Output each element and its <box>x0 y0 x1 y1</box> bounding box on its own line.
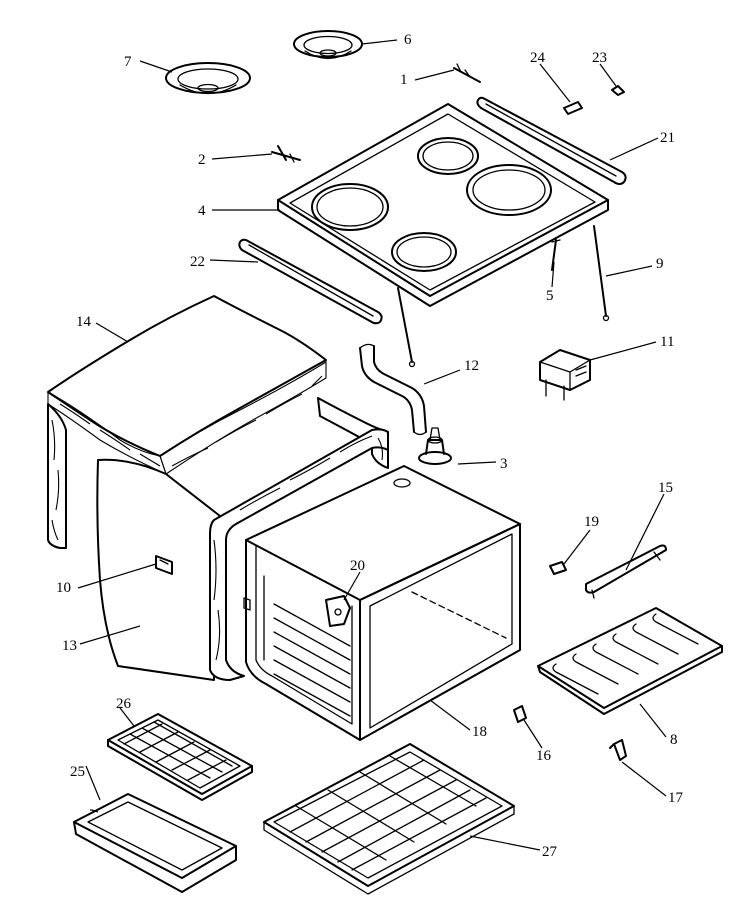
part-26-broiler-insert[interactable] <box>107 713 253 801</box>
part-25-broiler-pan[interactable] <box>73 793 237 893</box>
part-11-terminal-block[interactable] <box>539 349 591 401</box>
part-27-oven-rack[interactable] <box>263 743 515 895</box>
callout-24: 24 <box>530 50 546 66</box>
callout-25: 25 <box>70 764 85 780</box>
part-4-cooktop[interactable] <box>277 103 609 307</box>
callout-labels: 1 2 3 4 5 6 7 8 9 10 11 12 13 14 15 16 1… <box>56 32 684 860</box>
part-16-clip[interactable] <box>513 705 527 723</box>
callout-11: 11 <box>660 334 674 350</box>
cooktop-support-rod <box>397 287 416 368</box>
callout-7: 7 <box>124 54 132 70</box>
callout-22: 22 <box>190 254 205 270</box>
part-7-drip-bowl[interactable] <box>165 62 251 95</box>
callout-1: 1 <box>400 72 408 88</box>
callout-16: 16 <box>536 748 552 764</box>
callout-8: 8 <box>670 732 678 748</box>
part-12-vent-tube[interactable] <box>359 343 427 436</box>
callout-13: 13 <box>62 638 77 654</box>
callout-14: 14 <box>76 314 92 330</box>
leader-lines <box>77 39 667 851</box>
part-1-clip[interactable] <box>453 63 481 83</box>
callout-21: 21 <box>660 130 675 146</box>
callout-19: 19 <box>584 514 599 530</box>
part-15-bracket-bar[interactable] <box>585 544 667 599</box>
part-19-clip[interactable] <box>549 561 567 575</box>
callout-9: 9 <box>656 256 664 272</box>
callout-6: 6 <box>404 32 412 48</box>
callout-15: 15 <box>658 480 673 496</box>
callout-10: 10 <box>56 580 71 596</box>
part-8-bake-element[interactable] <box>537 607 723 715</box>
part-2-bracket[interactable] <box>271 145 301 163</box>
part-22-trim-strip[interactable] <box>238 238 383 325</box>
part-23-fastener[interactable] <box>611 85 625 96</box>
callout-5: 5 <box>546 288 554 304</box>
callout-17: 17 <box>668 790 684 806</box>
callout-3: 3 <box>500 456 508 472</box>
part-6-drip-bowl[interactable] <box>293 30 363 60</box>
callout-4: 4 <box>198 203 206 219</box>
callout-2: 2 <box>198 152 206 168</box>
part-3-vent-fitting[interactable] <box>418 427 452 465</box>
part-14-insulation-top[interactable] <box>47 295 327 476</box>
part-9-rod[interactable] <box>593 225 610 322</box>
part-18-oven-liner[interactable] <box>243 465 521 741</box>
part-21-trim-strip[interactable] <box>476 96 627 185</box>
callout-18: 18 <box>472 724 487 740</box>
part-5-screw[interactable] <box>551 239 561 271</box>
callout-26: 26 <box>116 696 132 712</box>
callout-12: 12 <box>464 358 479 374</box>
callout-23: 23 <box>592 50 607 66</box>
part-17-clip[interactable] <box>609 739 627 761</box>
callout-20: 20 <box>350 558 365 574</box>
callout-27: 27 <box>542 844 558 860</box>
part-24-fastener[interactable] <box>563 101 583 115</box>
